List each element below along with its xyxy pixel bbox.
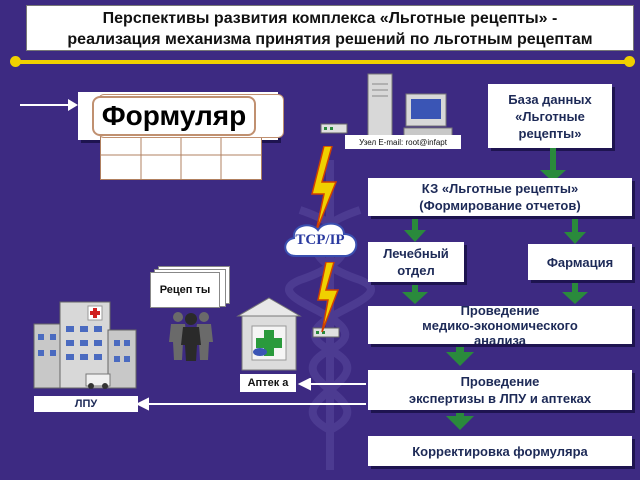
analysis-box: Проведение медико-экономического анализа — [368, 306, 632, 344]
network-hub-top-icon — [320, 123, 348, 134]
kz-line-2: (Формирование отчетов) — [419, 198, 581, 213]
pharmacy-building-label-box: Аптек а — [240, 374, 296, 392]
server-computer-icon — [367, 73, 453, 137]
tcpip-label-box: TCP/IP — [284, 230, 356, 250]
pharmacy-dept-label: Фармация — [546, 254, 614, 270]
database-label-line-3: рецепты» — [518, 125, 582, 141]
expertise-line-1: Проведение — [460, 374, 540, 389]
title-line-1: Перспективы развития комплекса «Льготные… — [102, 10, 558, 27]
title-divider — [16, 60, 628, 64]
kz-reports-box: КЗ «Льготные рецепты» (Формирование отче… — [368, 178, 632, 216]
slide-title: Перспективы развития комплекса «Льготные… — [26, 5, 634, 51]
analysis-line-3: анализа — [473, 332, 527, 345]
database-label-line-2: «Льготные — [515, 108, 585, 124]
divider-end-right — [624, 56, 635, 67]
medical-dept-line-1: Лечебный — [383, 246, 449, 261]
server-node-label: Узел E-mail: root@infapt — [359, 137, 447, 147]
kz-line-1: КЗ «Льготные рецепты» — [421, 181, 579, 196]
analysis-line-1: Проведение — [460, 306, 540, 318]
prescriptions-paper: Рецеп ты — [150, 272, 220, 308]
medical-dept-box: Лечебный отдел — [368, 242, 464, 282]
network-hub-bottom-icon — [312, 327, 340, 338]
database-box: База данных «Льготные рецепты» — [488, 84, 612, 148]
formulary-label: Формуляр — [101, 100, 247, 131]
database-label-line-1: База данных — [508, 91, 592, 107]
correction-label: Корректировка формуляра — [412, 443, 588, 459]
pharmacy-building-icon — [236, 297, 302, 371]
divider-end-left — [10, 56, 21, 67]
formulary-table-grid — [101, 133, 261, 179]
hospital-building-icon — [33, 301, 137, 389]
tcpip-cloud-icon — [284, 222, 358, 257]
correction-box: Корректировка формуляра — [368, 436, 632, 466]
people-group-icon — [169, 312, 213, 361]
hospital-label-box: ЛПУ — [34, 396, 138, 412]
expertise-line-2: экспертизы в ЛПУ и аптеках — [408, 391, 592, 406]
tcpip-label: TCP/IP — [295, 231, 345, 248]
formulary-table — [100, 132, 262, 180]
title-line-2: реализация механизма принятия решений по… — [67, 31, 593, 48]
expertise-box: Проведение экспертизы в ЛПУ и аптеках — [368, 370, 632, 410]
formulary-label-box: Формуляр — [92, 96, 256, 136]
pharmacy-building-label: Аптек а — [247, 376, 289, 389]
flow-arrows — [402, 148, 588, 430]
medical-dept-line-2: отдел — [397, 263, 435, 278]
input-arrow-icon — [20, 99, 78, 111]
analysis-line-2: медико-экономического — [422, 317, 578, 333]
prescriptions-label: Рецеп ты — [159, 284, 211, 296]
hospital-label: ЛПУ — [74, 398, 98, 410]
lightning-bolt-top-icon — [311, 146, 338, 232]
lightning-bolt-bottom-icon — [317, 262, 340, 332]
feedback-arrows — [135, 378, 366, 411]
pharmacy-dept-box: Фармация — [528, 244, 632, 280]
server-node-label-box: Узел E-mail: root@infapt — [345, 135, 461, 149]
